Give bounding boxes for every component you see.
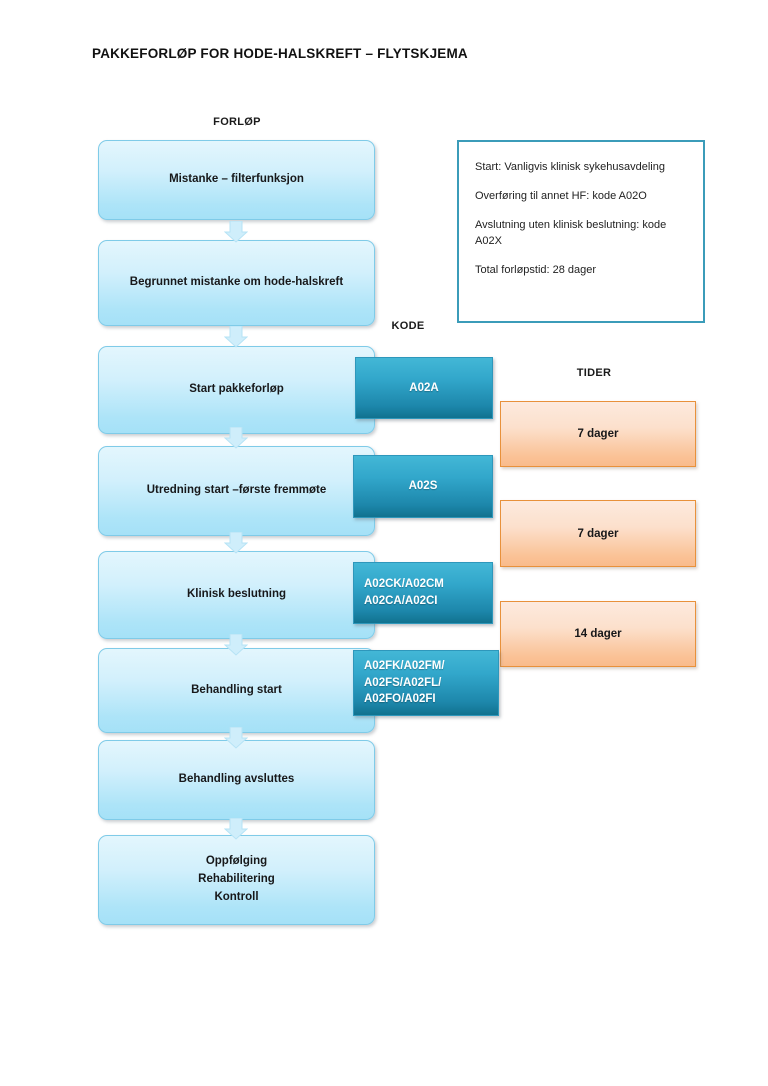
code-box-label: A02FK/A02FM/ A02FS/A02FL/ A02FO/A02FI <box>364 659 445 706</box>
flow-step-box[interactable]: Behandling start <box>98 648 375 733</box>
info-line: Overføring til annet HF: kode A02O <box>475 190 647 203</box>
time-box-label: 7 dager <box>577 527 619 540</box>
flow-step-label: Utredning start –første fremmøte <box>146 484 327 497</box>
page-title: PAKKEFORLØP FOR HODE-HALSKREFT – FLYTSKJ… <box>92 46 468 61</box>
time-box-label: 14 dager <box>574 628 622 640</box>
code-box[interactable]: A02CK/A02CM A02CA/A02CI <box>353 562 493 624</box>
flow-step-label: Begrunnet mistanke om hode-halskreft <box>129 276 344 289</box>
info-box: Start: Vanligvis klinisk sykehusavdeling… <box>457 140 705 323</box>
info-line: Start: Vanligvis klinisk sykehusavdeling <box>475 161 665 173</box>
code-box[interactable]: A02FK/A02FM/ A02FS/A02FL/ A02FO/A02FI <box>353 650 499 716</box>
code-box-label: A02S <box>408 480 438 493</box>
flow-step-label: Start pakkeforløp <box>189 383 284 396</box>
flow-step-label: Klinisk beslutning <box>186 588 287 601</box>
flow-step-label: Behandling start <box>191 683 282 696</box>
column-header-tider: TIDER <box>576 367 612 379</box>
flow-step-box[interactable]: Behandling avsluttes <box>98 740 375 820</box>
down-arrow-icon <box>224 221 248 243</box>
flow-step-label: Behandling avsluttes <box>178 773 295 786</box>
code-box[interactable]: A02A <box>355 357 493 419</box>
flow-step-box[interactable]: Begrunnet mistanke om hode-halskreft <box>98 240 375 326</box>
time-box[interactable]: 14 dager <box>500 601 696 667</box>
column-header-kode: KODE <box>391 320 425 332</box>
flow-step-box[interactable]: Mistanke – filterfunksjon <box>98 140 375 220</box>
info-line: Avslutning uten klinisk beslutning: kode… <box>475 219 667 247</box>
info-line: Total forløpstid: 28 dager <box>475 263 597 276</box>
down-arrow-icon <box>224 818 248 840</box>
code-box-label: A02A <box>409 381 439 394</box>
code-box-label: A02CK/A02CM A02CA/A02CI <box>364 578 444 607</box>
code-box[interactable]: A02S <box>353 455 493 518</box>
time-box[interactable]: 7 dager <box>500 401 696 467</box>
down-arrow-icon <box>224 532 248 554</box>
column-header-forlop: FORLØP <box>213 116 261 128</box>
time-box[interactable]: 7 dager <box>500 500 696 567</box>
down-arrow-icon <box>224 326 248 348</box>
down-arrow-icon <box>224 727 248 749</box>
down-arrow-icon <box>224 427 248 449</box>
down-arrow-icon <box>224 634 248 656</box>
time-box-label: 7 dager <box>577 428 619 440</box>
flow-step-box[interactable]: Utredning start –første fremmøte <box>98 446 375 536</box>
flow-step-box[interactable]: Klinisk beslutning <box>98 551 375 639</box>
flow-step-box[interactable]: Start pakkeforløp <box>98 346 375 434</box>
flow-step-label: Mistanke – filterfunksjon <box>169 173 304 186</box>
